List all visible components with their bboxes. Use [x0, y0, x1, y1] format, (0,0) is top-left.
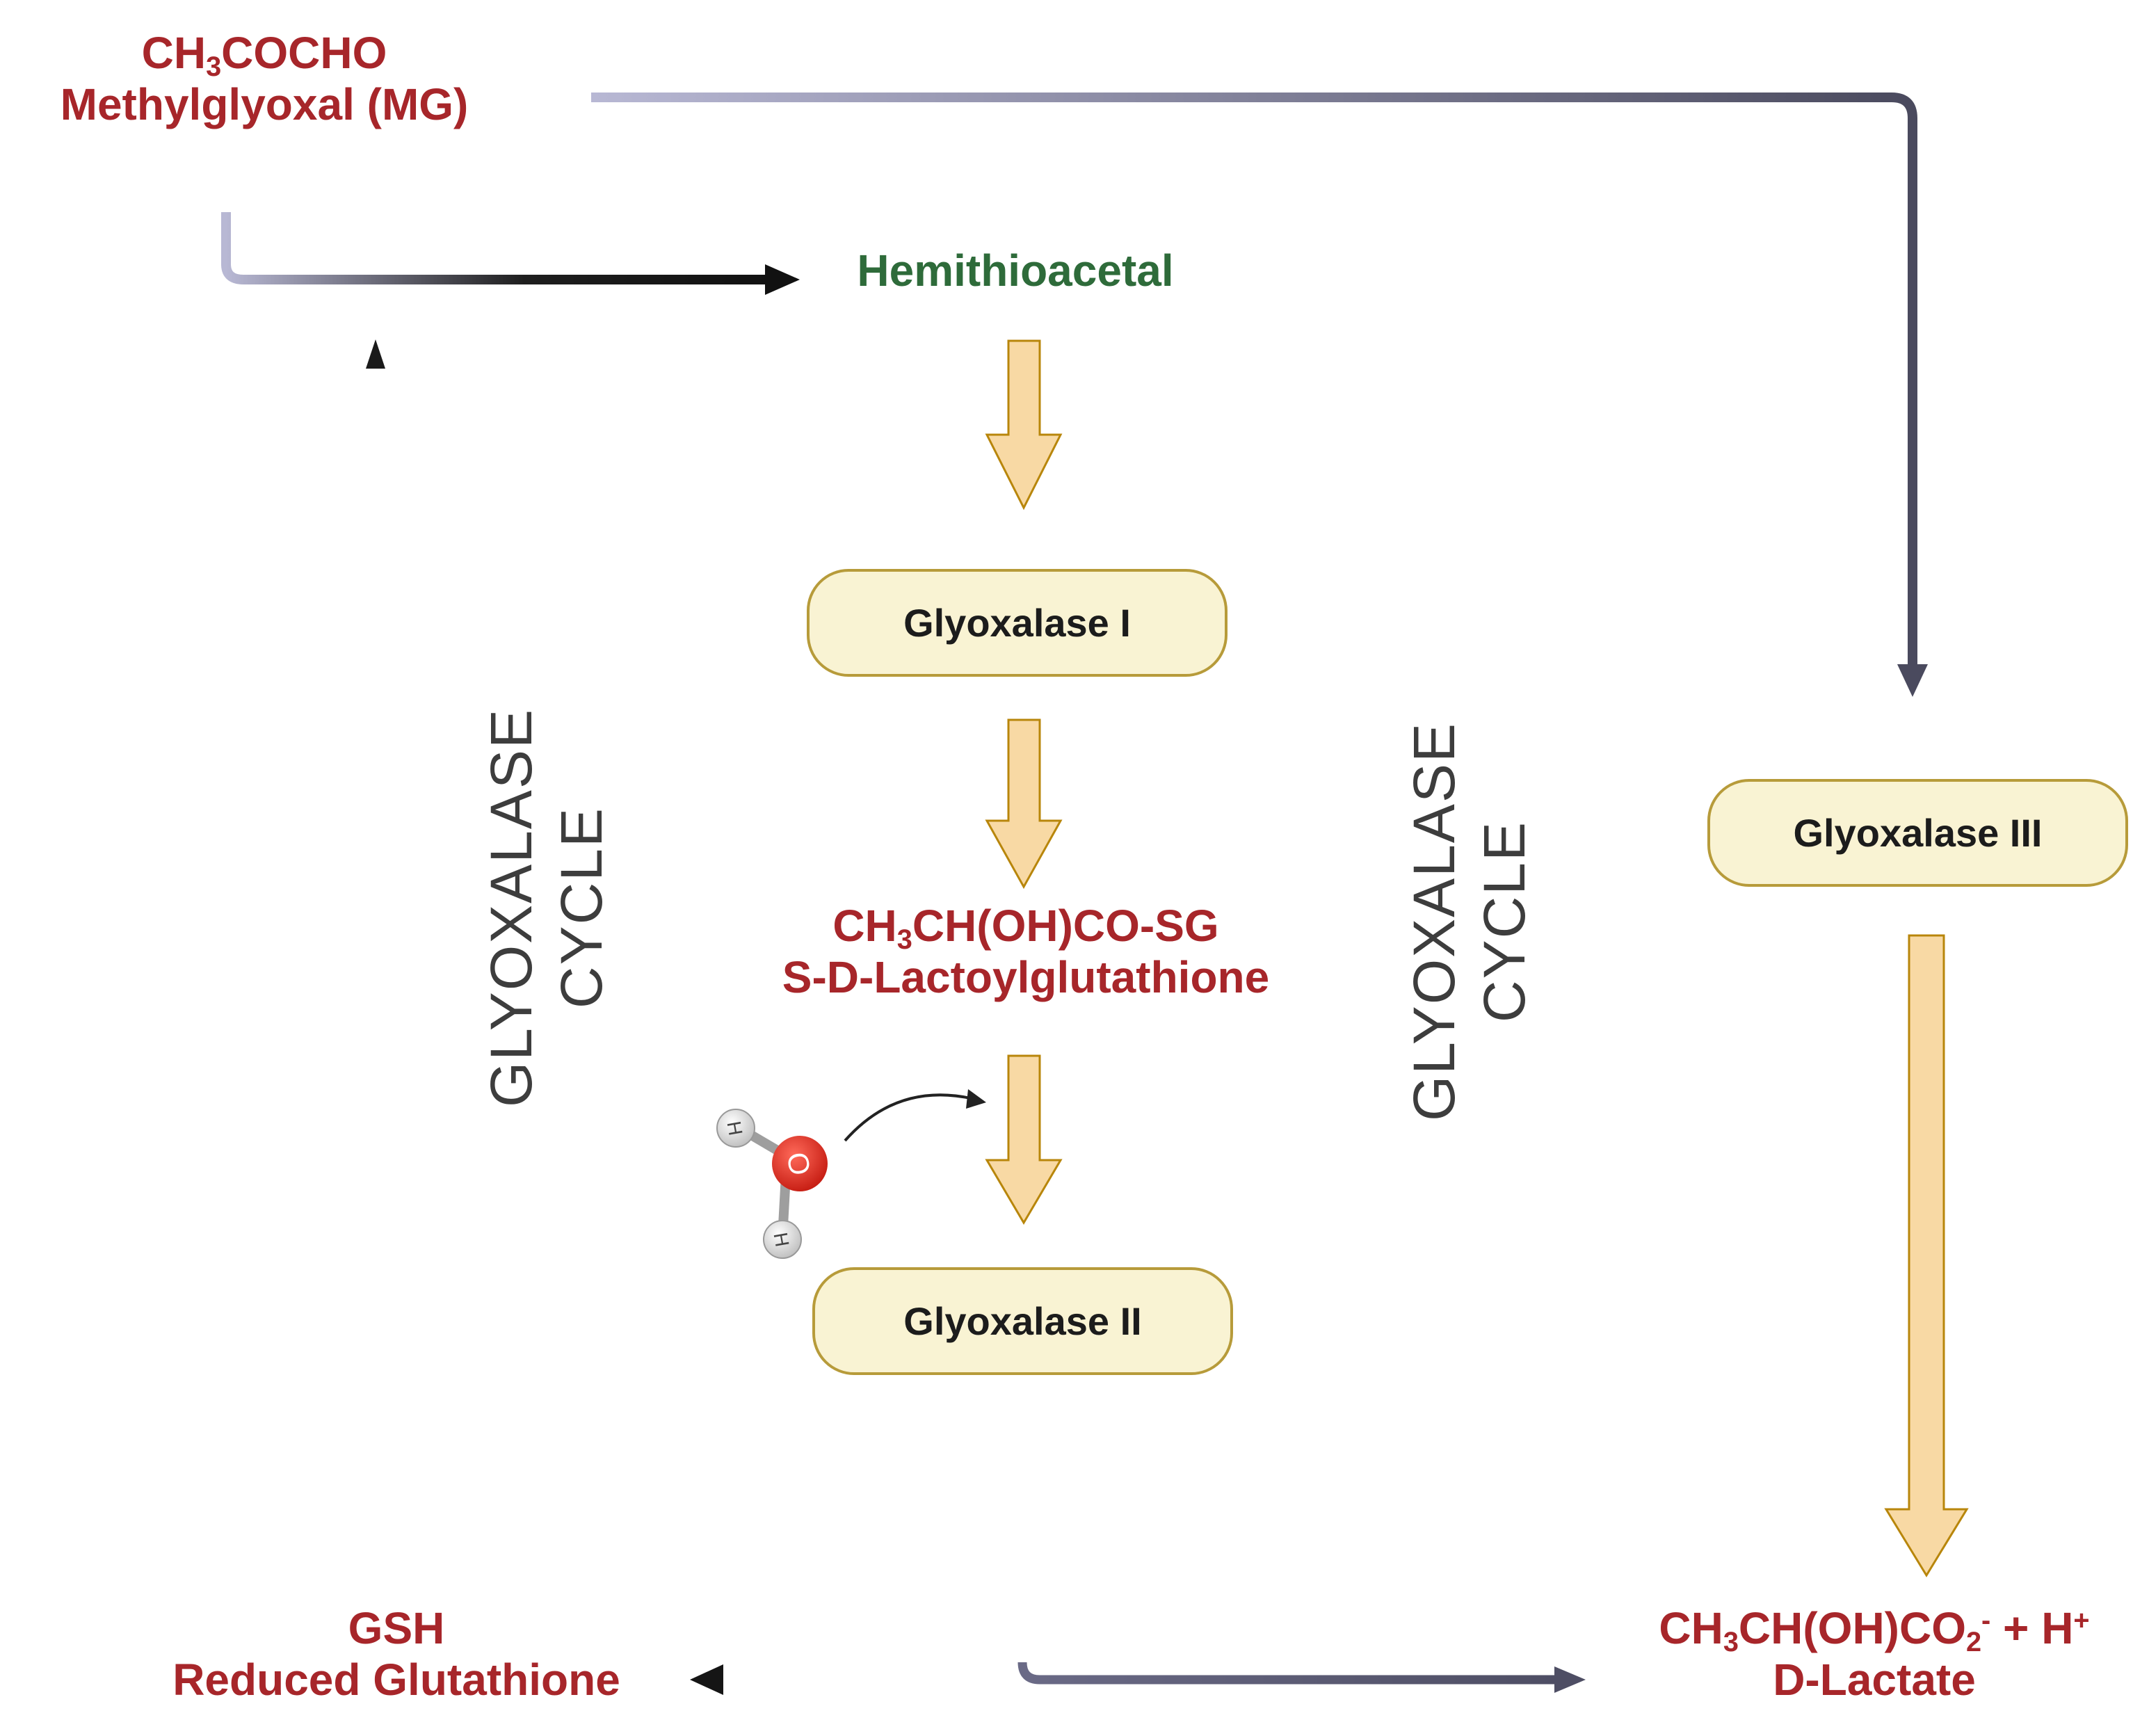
dlactate-name: D-Lactate — [1773, 1654, 1976, 1705]
dlactate-label: CH3CH(OH)CO2- + H+ D-Lactate — [1620, 1603, 2128, 1705]
water-input-curve — [844, 1093, 974, 1142]
lactoylglutathione-name: S-D-Lactoylglutathione — [782, 951, 1270, 1002]
lactoylglutathione-label: CH3CH(OH)CO-SG S-D-Lactoylglutathione — [727, 901, 1325, 1003]
left-cycle-label: GLYOXALASE CYCLE — [476, 706, 629, 1109]
glyoxalase-i-box: Glyoxalase I — [807, 569, 1228, 677]
block-arrow-glo3-to-dlactate — [1884, 934, 1969, 1577]
gsh-recycle-arrowhead — [366, 339, 385, 369]
glyoxalase-iii-box: Glyoxalase III — [1707, 779, 2128, 887]
right-cycle-label: GLYOXALASE CYCLE — [1399, 720, 1552, 1123]
water-hydrogen-atom-2 — [763, 1220, 802, 1259]
methylglyoxal-label: CH3COCHO Methylglyoxal (MG) — [28, 28, 501, 130]
methylglyoxal-name: Methylglyoxal (MG) — [60, 79, 469, 129]
left-cycle-line1: GLYOXALASE — [478, 707, 544, 1108]
water-oxygen-atom — [772, 1136, 828, 1191]
lactoylglutathione-formula: CH3CH(OH)CO-SG — [832, 901, 1219, 956]
dlactate-arrowhead — [1554, 1666, 1586, 1693]
hemithioacetal-arrowhead — [765, 264, 800, 295]
block-arrow-hemi-to-glo1 — [985, 339, 1063, 511]
right-cycle-line2: CYCLE — [1471, 820, 1537, 1023]
glyoxalase-ii-box: Glyoxalase II — [812, 1267, 1233, 1375]
hemithioacetal-label: Hemithioacetal — [857, 246, 1174, 296]
gsh-name: Reduced Glutathione — [172, 1654, 620, 1705]
methylglyoxal-formula: CH3COCHO — [141, 28, 387, 83]
gsh-formula: GSH — [348, 1603, 445, 1653]
dlactate-formula: CH3CH(OH)CO2- + H+ — [1659, 1603, 2090, 1658]
right-cycle-line1: GLYOXALASE — [1401, 721, 1467, 1122]
water-hydrogen-atom-1 — [716, 1109, 755, 1148]
mg-to-hemithioacetal-connector — [221, 212, 768, 284]
glo3-arrowhead — [1897, 664, 1928, 697]
block-arrow-glo1-to-lactoyl — [985, 718, 1063, 890]
gsh-label: GSH Reduced Glutathione — [139, 1603, 654, 1705]
to-dlactate-connector — [1017, 1662, 1558, 1685]
block-arrow-lactoyl-to-glo2 — [985, 1054, 1063, 1225]
water-input-arrowhead — [966, 1089, 986, 1109]
water-oxygen-label: O — [781, 1150, 817, 1178]
mg-to-glo3-connector — [591, 93, 1917, 668]
left-cycle-line2: CYCLE — [548, 806, 614, 1009]
gsh-arrowhead — [690, 1664, 723, 1695]
